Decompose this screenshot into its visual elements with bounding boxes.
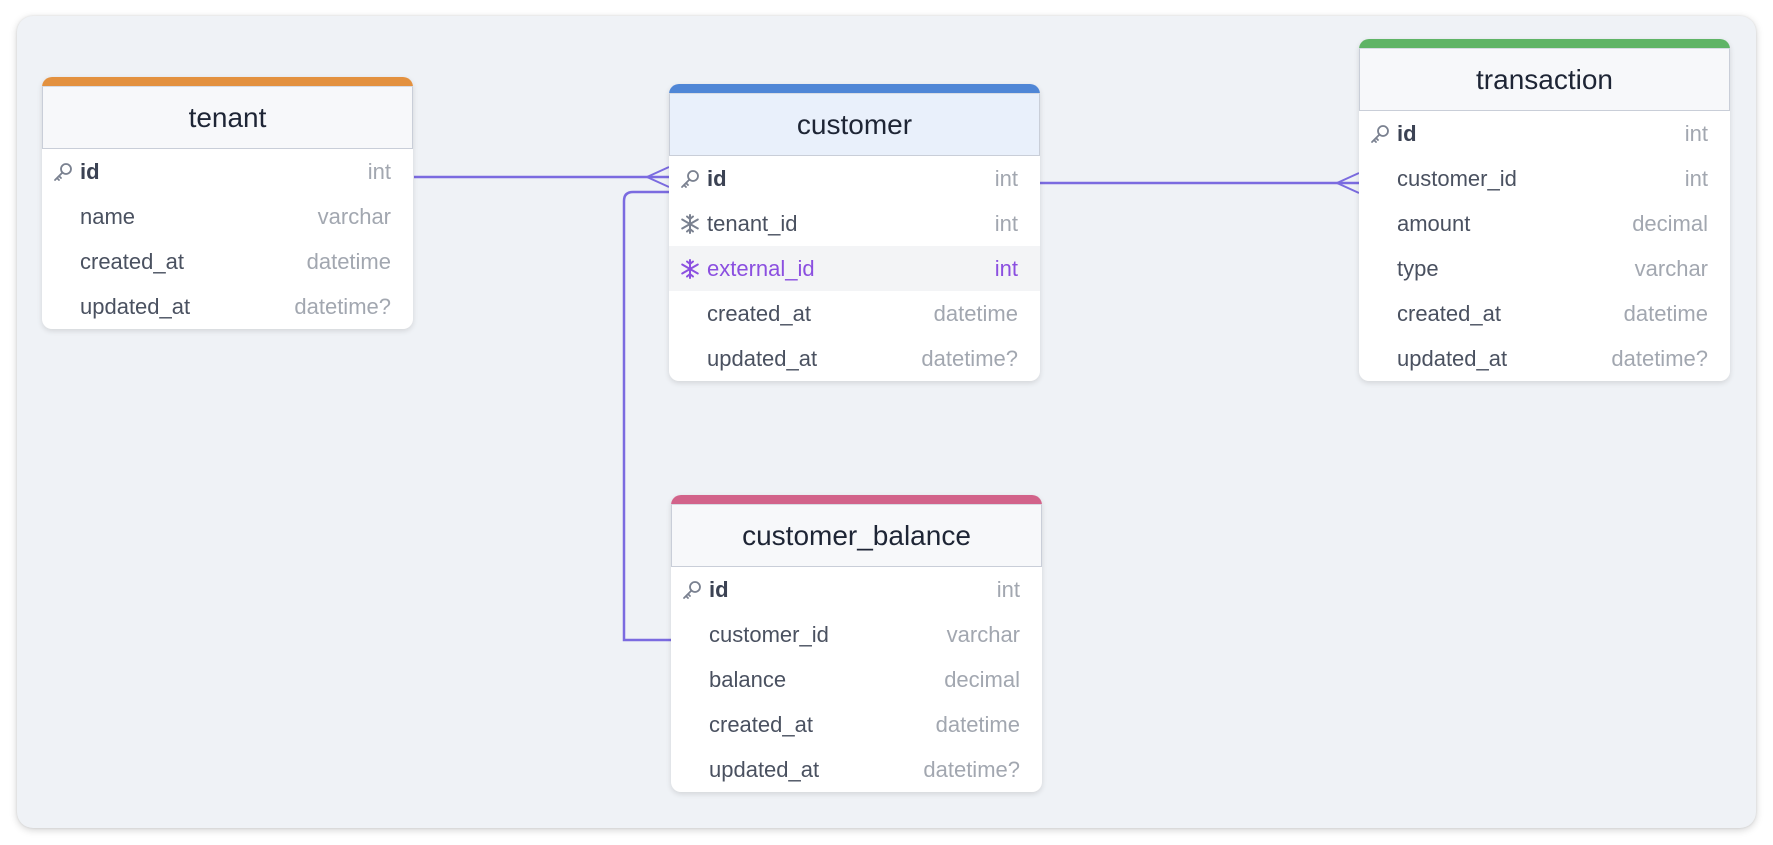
column-name: tenant_id <box>707 210 798 236</box>
relations-layer <box>414 166 1360 642</box>
column-name: amount <box>1397 210 1471 236</box>
column-row-created-at[interactable]: created_at datetime <box>42 239 413 284</box>
column-type: int <box>994 210 1018 236</box>
column-type: decimal <box>944 666 1020 692</box>
column-name: customer_id <box>709 621 829 647</box>
table-accent-bar <box>671 495 1042 504</box>
column-type: varchar <box>1634 255 1708 281</box>
table-transaction[interactable]: transaction id int customer_id int amoun… <box>1359 39 1730 381</box>
snowflake-icon <box>681 259 699 279</box>
column-name: id <box>707 165 727 191</box>
table-accent-bar <box>42 77 413 86</box>
column-row-id[interactable]: id int <box>1359 111 1730 156</box>
column-name: updated_at <box>707 345 818 371</box>
snowflake-icon <box>681 214 699 234</box>
table-title[interactable]: tenant <box>42 86 413 149</box>
column-type: datetime? <box>294 293 391 319</box>
column-type: decimal <box>1632 210 1708 236</box>
column-name: created_at <box>80 248 184 274</box>
column-row-tenant-id[interactable]: tenant_id int <box>669 201 1040 246</box>
relation-tenant-customer[interactable] <box>414 166 670 188</box>
table-tenant[interactable]: tenant id int name varchar created_at da… <box>42 77 413 329</box>
column-row-id[interactable]: id int <box>669 156 1040 201</box>
column-row-balance[interactable]: balance decimal <box>671 657 1042 702</box>
column-row-updated-at[interactable]: updated_at datetime? <box>669 336 1040 381</box>
column-type: int <box>367 158 391 184</box>
table-accent-bar <box>669 84 1040 93</box>
column-type: datetime <box>1623 300 1708 326</box>
diagram-canvas[interactable]: tenant id int name varchar created_at da… <box>17 16 1756 828</box>
column-type: datetime <box>935 711 1020 737</box>
column-row-external-id[interactable]: external_id int <box>669 246 1040 291</box>
column-row-id[interactable]: id int <box>42 149 413 194</box>
column-row-created-at[interactable]: created_at datetime <box>1359 291 1730 336</box>
column-name: id <box>709 576 729 602</box>
column-name: created_at <box>709 711 813 737</box>
table-customer-balance[interactable]: customer_balance id int customer_id varc… <box>671 495 1042 792</box>
relation-customer-transaction[interactable] <box>1039 172 1360 194</box>
column-name: external_id <box>707 255 815 281</box>
column-type: int <box>994 255 1018 281</box>
key-icon <box>54 163 72 181</box>
column-row-created-at[interactable]: created_at datetime <box>669 291 1040 336</box>
column-type: datetime <box>933 300 1018 326</box>
key-icon <box>681 170 699 188</box>
column-name: updated_at <box>1397 345 1508 371</box>
column-name: id <box>80 158 100 184</box>
column-type: datetime? <box>923 756 1020 782</box>
column-type: varchar <box>946 621 1020 647</box>
column-type: datetime? <box>921 345 1018 371</box>
table-customer[interactable]: customer id int tenant_id int external_i… <box>669 84 1040 381</box>
column-type: datetime? <box>1611 345 1708 371</box>
key-icon <box>683 581 701 599</box>
column-row-created-at[interactable]: created_at datetime <box>671 702 1042 747</box>
table-title[interactable]: customer_balance <box>671 504 1042 567</box>
column-row-amount[interactable]: amount decimal <box>1359 201 1730 246</box>
column-name: type <box>1397 255 1439 281</box>
column-type: datetime <box>306 248 391 274</box>
column-row-updated-at[interactable]: updated_at datetime? <box>671 747 1042 792</box>
column-name: updated_at <box>80 293 191 319</box>
column-row-updated-at[interactable]: updated_at datetime? <box>42 284 413 329</box>
column-name: customer_id <box>1397 165 1517 191</box>
column-type: int <box>994 165 1018 191</box>
column-name: created_at <box>707 300 811 326</box>
table-title[interactable]: transaction <box>1359 48 1730 111</box>
column-name: id <box>1397 120 1417 146</box>
column-type: int <box>1684 165 1708 191</box>
column-name: name <box>80 203 136 229</box>
column-type: int <box>996 576 1020 602</box>
table-title[interactable]: customer <box>669 93 1040 156</box>
column-name: balance <box>709 666 787 692</box>
column-type: varchar <box>317 203 391 229</box>
column-row-id[interactable]: id int <box>671 567 1042 612</box>
column-row-customer-id[interactable]: customer_id varchar <box>671 612 1042 657</box>
column-name: updated_at <box>709 756 820 782</box>
column-row-type[interactable]: type varchar <box>1359 246 1730 291</box>
column-row-name[interactable]: name varchar <box>42 194 413 239</box>
column-row-updated-at[interactable]: updated_at datetime? <box>1359 336 1730 381</box>
key-icon <box>1371 125 1389 143</box>
relation-customer-customer-balance[interactable] <box>622 190 671 642</box>
column-name: created_at <box>1397 300 1501 326</box>
column-type: int <box>1684 120 1708 146</box>
column-row-customer-id[interactable]: customer_id int <box>1359 156 1730 201</box>
table-accent-bar <box>1359 39 1730 48</box>
